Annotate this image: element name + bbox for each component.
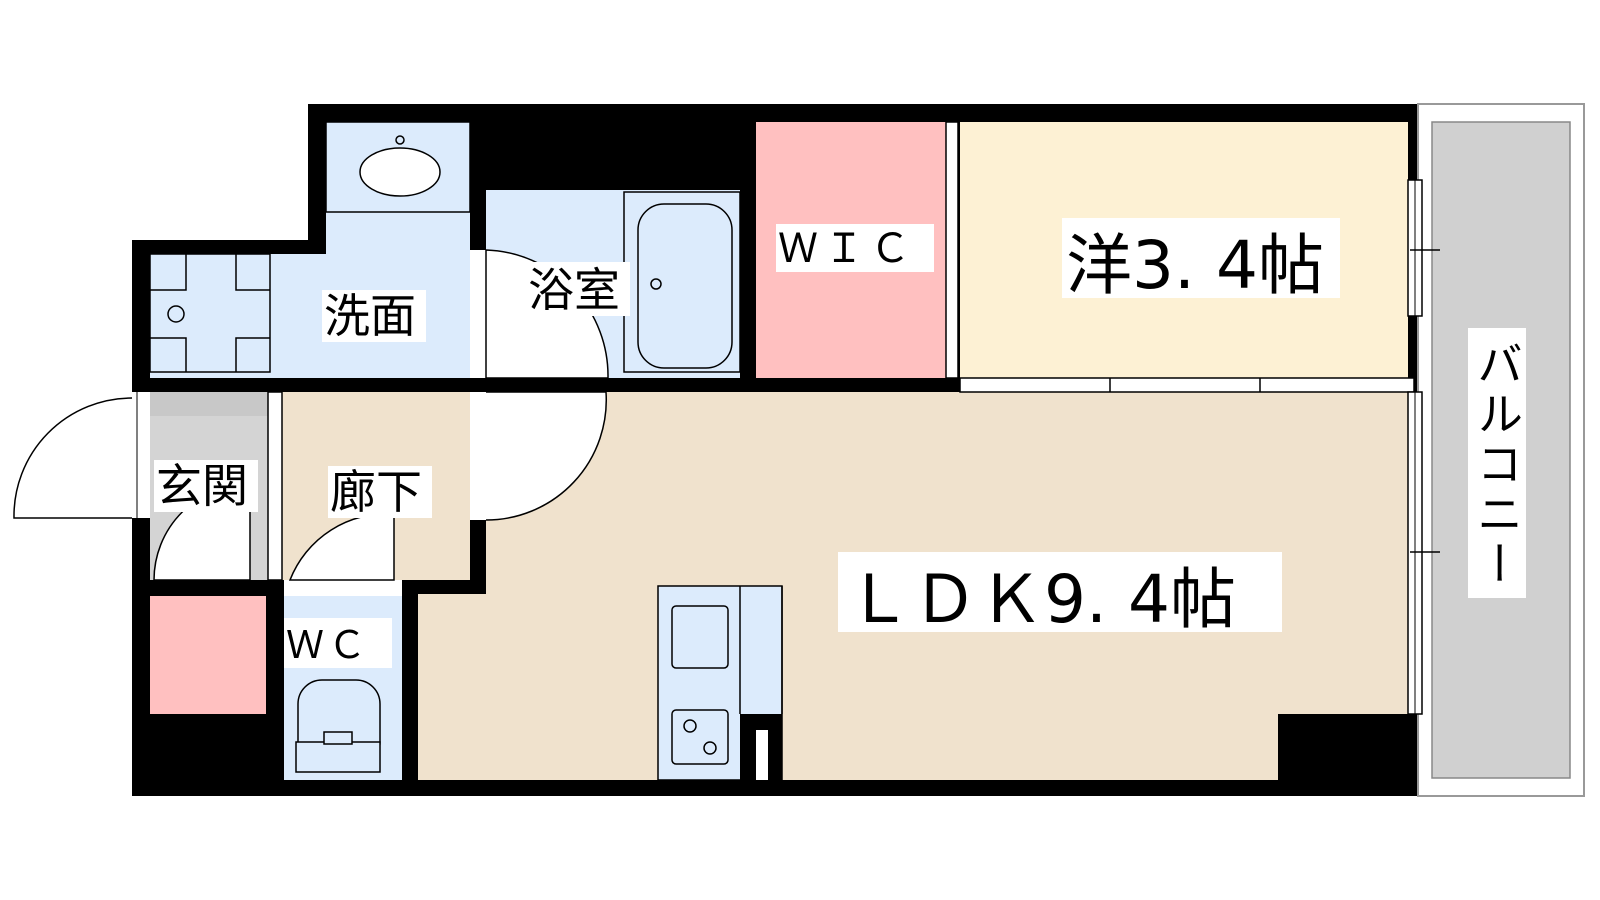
- washbasin-icon: [325, 121, 471, 213]
- shoe-storage: [150, 596, 266, 714]
- wall-wet-bottom: [132, 378, 486, 392]
- wic-label: ＷＩＣ: [778, 226, 916, 272]
- door-toilet[interactable]: [284, 513, 402, 596]
- wall-bath-top: [470, 122, 756, 190]
- door-front[interactable]: [13, 392, 150, 519]
- bathroom-label: 浴室: [528, 263, 620, 317]
- sink-icon: [671, 605, 729, 669]
- wall-toilet-left: [266, 580, 284, 796]
- western-room-label: 洋3. 4帖: [1066, 227, 1324, 304]
- door-ldk[interactable]: [470, 391, 608, 521]
- column-ldk-corner: [1278, 714, 1414, 794]
- bathtub-icon: [623, 191, 741, 373]
- wall-entrance-bottom: [132, 580, 282, 596]
- wall-entrance-hall: [267, 391, 283, 581]
- toilet-icon: [295, 679, 381, 773]
- balcony-floor: [1431, 121, 1571, 779]
- wall-bath-bottom: [470, 378, 740, 392]
- ldk-label: ＬＤＫ9. 4帖: [846, 561, 1236, 638]
- entrance-label: 玄関: [156, 459, 248, 513]
- washroom-label: 洗面: [324, 289, 416, 343]
- partition-wic-western: [945, 121, 959, 379]
- washing-machine-icon: [149, 253, 271, 373]
- ldk-floor-lower: [418, 592, 488, 780]
- wall-toilet-right: [402, 580, 418, 796]
- hallway-label: 廊下: [330, 465, 422, 519]
- toilet-label: ＷＣ: [286, 623, 370, 667]
- stove-icon: [671, 709, 729, 765]
- entrance-step: [150, 392, 272, 416]
- balcony-label: バルコニー: [1470, 340, 1524, 590]
- sliding-partition: [959, 377, 1415, 393]
- wall-north-rooms: [740, 378, 960, 392]
